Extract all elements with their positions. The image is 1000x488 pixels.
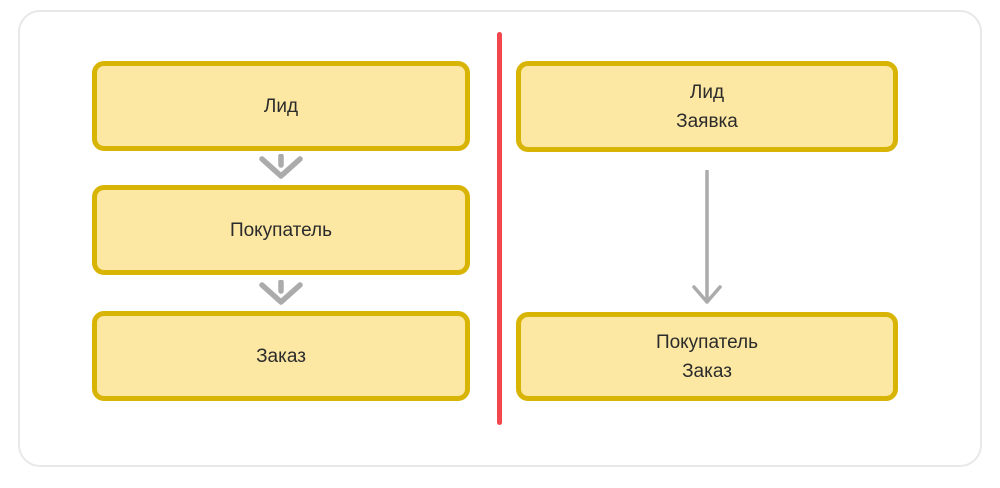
flow-node-label: Покупатель (229, 219, 333, 241)
flow-node-buyer-order: Покупатель Заказ (516, 312, 898, 401)
flow-node-label: Лид (263, 95, 299, 117)
flow-node-lead-request: Лид Заявка (516, 61, 898, 152)
arrow-down-icon (692, 170, 722, 304)
flow-node-lead: Лид (92, 61, 470, 151)
flow-node-label: Заказ (682, 360, 732, 382)
flow-node-label: Лид (689, 81, 725, 103)
arrow-down-icon (259, 154, 303, 179)
flow-node-buyer: Покупатель (92, 185, 470, 275)
arrow-down-icon (259, 280, 303, 305)
divider-line (497, 32, 502, 425)
flow-node-order: Заказ (92, 311, 470, 401)
flow-node-label: Покупатель (655, 331, 759, 353)
flow-node-label: Заявка (676, 110, 738, 132)
flow-node-label: Заказ (256, 345, 306, 367)
